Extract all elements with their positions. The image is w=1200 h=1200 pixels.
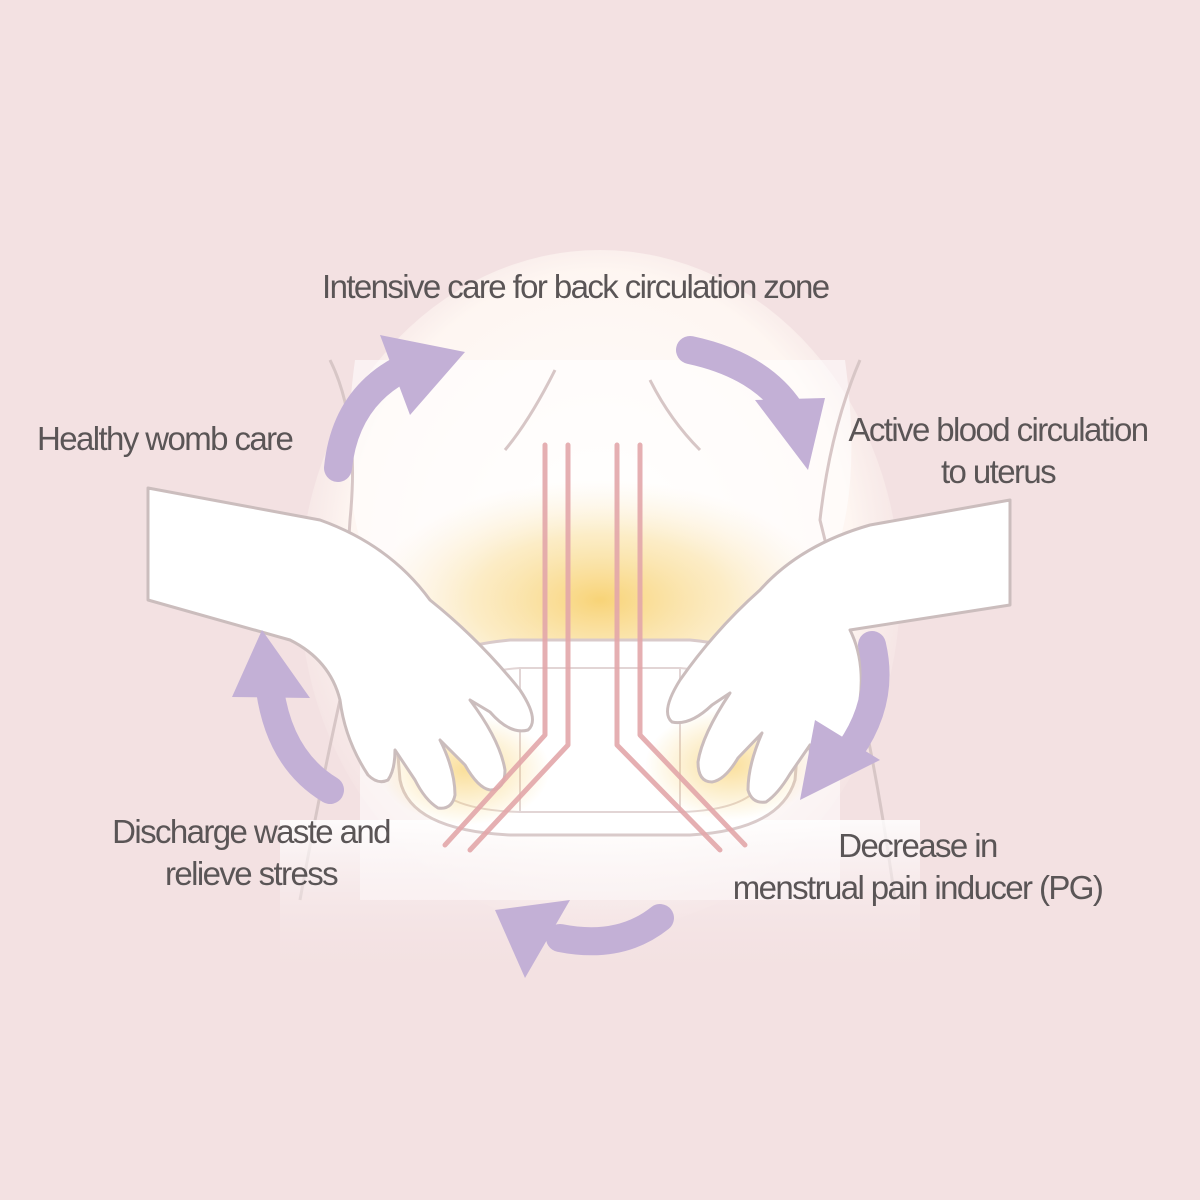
circular-arrow-icon (495, 900, 570, 978)
label-right-bottom: Decrease in menstrual pain inducer (PG) (732, 827, 1104, 906)
label-left-top: Healthy womb care (37, 420, 294, 457)
circular-arrow-icon (546, 904, 674, 956)
circular-arrow-icon (836, 631, 890, 764)
circular-arrow-icon (256, 676, 344, 804)
circular-arrow-icon (324, 356, 414, 482)
heat-lines (442, 442, 748, 853)
circular-arrow-icon (755, 398, 825, 470)
circular-arrow-icon (380, 335, 465, 415)
circular-arrow-icon (232, 630, 310, 698)
cycle-arrows (232, 335, 890, 978)
label-left-bottom: Discharge waste and relieve stress (112, 813, 391, 892)
label-top: Intensive care for back circulation zone (322, 268, 830, 305)
circular-arrow-icon (800, 720, 880, 800)
label-right-top: Active blood circulation to uterus (848, 411, 1149, 490)
left-hand (146, 486, 534, 810)
